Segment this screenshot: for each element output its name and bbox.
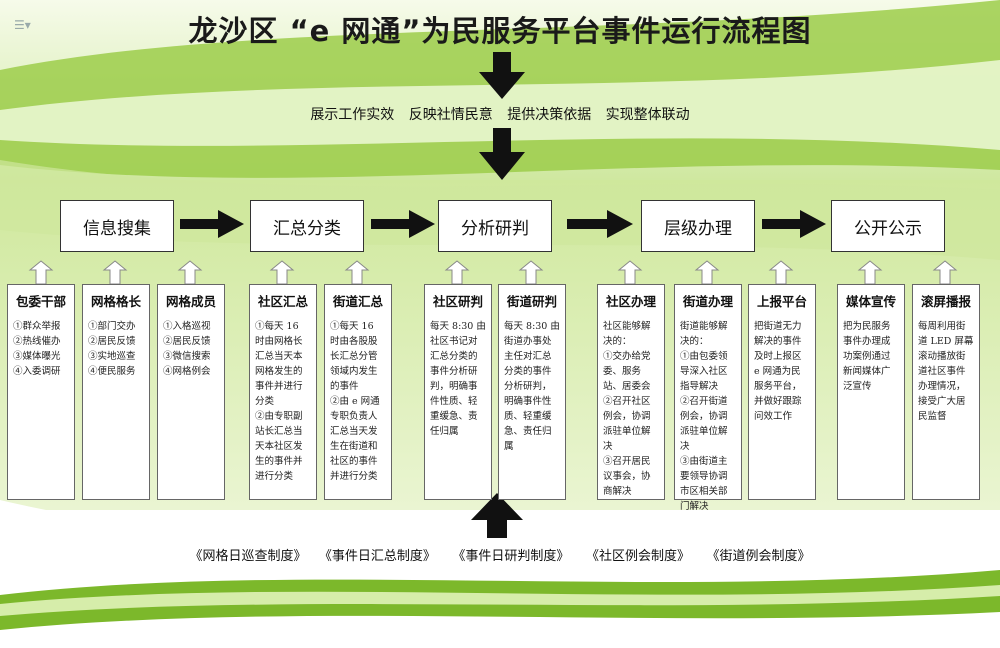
rule-event-summary: 《事件日汇总制度》 xyxy=(318,549,436,564)
card-body: 社区能够解决的： ①交办给党委、服务站、居委会 ②召开社区例会，协调派驻单位解决… xyxy=(603,321,651,497)
hollow-arrow-12 xyxy=(932,260,958,285)
card-title: 街道办理 xyxy=(682,294,733,309)
hollow-arrow-10 xyxy=(768,260,794,285)
card-title: 街道汇总 xyxy=(332,294,383,309)
arrow-right-4 xyxy=(762,210,826,238)
stage-public-disclosure: 公开公示 xyxy=(831,200,945,252)
card-media-publicity: 媒体宣传 把为民服务事件办理成功案例通过新闻媒体广泛宣传 xyxy=(837,284,905,500)
card-street-summary: 街道汇总 ①每天 16 时由各股股长汇总分管领域内发生的事件 ②由 e 网通专职… xyxy=(324,284,392,500)
diagram-title: 龙沙区 “e 网通”为民服务平台事件运行流程图 xyxy=(188,14,812,48)
card-title: 社区办理 xyxy=(605,294,656,309)
card-body: ①入格巡视 ②居民反馈 ③微信搜索 ④网格例会 xyxy=(163,321,211,377)
arrow-right-1 xyxy=(180,210,244,238)
hollow-arrow-8 xyxy=(617,260,643,285)
rule-community-meeting: 《社区例会制度》 xyxy=(585,549,690,564)
menu-icon[interactable]: ☰▾ xyxy=(14,18,31,32)
card-community-summary: 社区汇总 ①每天 16 时由网格长汇总当天本网格发生的事件并进行分类 ②由专职副… xyxy=(249,284,317,500)
rule-event-judgment: 《事件日研判制度》 xyxy=(452,549,570,564)
card-baowei-cadre: 包委干部 ①群众举报 ②热线催办 ③媒体曝光 ④入委调研 xyxy=(7,284,75,500)
card-body: 把街道无力解决的事件及时上报区 e 网通为民服务平台，并做好跟踪问效工作 xyxy=(754,321,802,422)
arrow-right-3 xyxy=(567,210,633,238)
card-grid-leader: 网格格长 ①部门交办 ②居民反馈 ③实地巡查 ④便民服务 xyxy=(82,284,150,500)
rule-street-meeting: 《街道例会制度》 xyxy=(706,549,811,564)
card-community-handling: 社区办理 社区能够解决的： ①交办给党委、服务站、居委会 ②召开社区例会，协调派… xyxy=(597,284,665,500)
card-body: 街道能够解决的： ①由包委领导深入社区指导解决 ②召开街道例会，协调派驻单位解决… xyxy=(680,321,728,512)
rule-grid-patrol: 《网格日巡查制度》 xyxy=(189,549,307,564)
card-title: 社区研判 xyxy=(432,294,483,309)
card-community-judgment: 社区研判 每天 8:30 由社区书记对汇总分类的事件分析研判，明确事件性质、轻重… xyxy=(424,284,492,500)
card-report-platform: 上报平台 把街道无力解决的事件及时上报区 e 网通为民服务平台，并做好跟踪问效工… xyxy=(748,284,816,500)
card-grid-member: 网格成员 ①入格巡视 ②居民反馈 ③微信搜索 ④网格例会 xyxy=(157,284,225,500)
card-title: 滚屏播报 xyxy=(920,294,971,309)
card-scroll-broadcast: 滚屏播报 每周利用街道 LED 屏幕滚动播放街道社区事件办理情况，接受广大居民监… xyxy=(912,284,980,500)
card-body: 每天 8:30 由街道办事处主任对汇总分类的事件分析研判，明确事件性质、轻重缓急… xyxy=(504,321,560,452)
card-body: 把为民服务事件办理成功案例通过新闻媒体广泛宣传 xyxy=(843,321,891,392)
hollow-arrow-9 xyxy=(694,260,720,285)
hollow-arrow-2 xyxy=(102,260,128,285)
card-body: ①每天 16 时由网格长汇总当天本网格发生的事件并进行分类 ②由专职副站长汇总当… xyxy=(255,321,303,482)
stage-level-handling: 层级办理 xyxy=(641,200,755,252)
arrow-up-bottom xyxy=(471,493,523,538)
hollow-arrow-5 xyxy=(344,260,370,285)
card-title: 上报平台 xyxy=(756,294,807,309)
tagline: 展示工作实效 反映社情民意 提供决策依据 实现整体联动 xyxy=(310,107,690,123)
card-title: 网格格长 xyxy=(90,294,141,309)
card-title: 街道研判 xyxy=(506,294,557,309)
card-title: 包委干部 xyxy=(15,294,66,309)
stage-summary-classification: 汇总分类 xyxy=(250,200,364,252)
card-street-handling: 街道办理 街道能够解决的： ①由包委领导深入社区指导解决 ②召开街道例会，协调派… xyxy=(674,284,742,512)
hollow-arrow-11 xyxy=(857,260,883,285)
hollow-arrow-3 xyxy=(177,260,203,285)
arrow-down-top xyxy=(479,52,525,99)
card-title: 媒体宣传 xyxy=(845,294,896,309)
stage-info-collection: 信息搜集 xyxy=(60,200,174,252)
card-title: 社区汇总 xyxy=(257,294,308,309)
hollow-arrow-4 xyxy=(269,260,295,285)
card-body: 每周利用街道 LED 屏幕滚动播放街道社区事件办理情况，接受广大居民监督 xyxy=(918,321,974,422)
stage-analysis-judgment: 分析研判 xyxy=(438,200,552,252)
hollow-arrow-1 xyxy=(28,260,54,285)
card-body: ①群众举报 ②热线催办 ③媒体曝光 ④入委调研 xyxy=(13,321,61,377)
card-title: 网格成员 xyxy=(165,294,216,309)
card-body: ①部门交办 ②居民反馈 ③实地巡查 ④便民服务 xyxy=(88,321,136,377)
card-street-judgment: 街道研判 每天 8:30 由街道办事处主任对汇总分类的事件分析研判，明确事件性质… xyxy=(498,284,566,500)
hollow-arrow-7 xyxy=(518,260,544,285)
hollow-arrow-6 xyxy=(444,260,470,285)
arrow-down-mid xyxy=(479,128,525,180)
system-rules: 《网格日巡查制度》 《事件日汇总制度》 《事件日研判制度》 《社区例会制度》 《… xyxy=(0,545,1000,564)
card-body: ①每天 16 时由各股股长汇总分管领域内发生的事件 ②由 e 网通专职负责人汇总… xyxy=(330,321,380,482)
arrow-right-2 xyxy=(371,210,435,238)
card-body: 每天 8:30 由社区书记对汇总分类的事件分析研判，明确事件性质、轻重缓急、责任… xyxy=(430,321,486,437)
